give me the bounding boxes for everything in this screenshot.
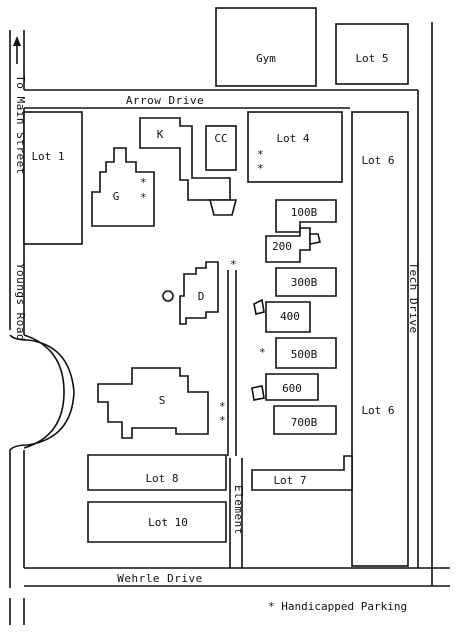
- lot-5-label: Lot 5: [355, 52, 388, 65]
- lot-4-handicapped-marker-1: *: [257, 148, 264, 161]
- building-g-handicapped-marker-2: *: [140, 191, 147, 204]
- building-500b-label: 500B: [291, 348, 318, 361]
- building-600: [265, 373, 319, 401]
- building-s-label: S: [159, 394, 166, 407]
- lot-10: [87, 501, 227, 543]
- lot-7: [251, 455, 353, 491]
- lot-4-label: Lot 4: [276, 132, 309, 145]
- building-100b-label: 100B: [291, 206, 318, 219]
- building-600-annex: [251, 385, 265, 401]
- building-200: [265, 227, 311, 263]
- lot-5: [335, 23, 409, 85]
- lot-4: [247, 111, 343, 183]
- building-400-label: 400: [280, 310, 300, 323]
- gym-building: [215, 7, 317, 87]
- youngs-road-curve-inner: [23, 334, 65, 449]
- building-300b-label: 300B: [291, 276, 318, 289]
- building-d-handicapped-marker: *: [230, 258, 237, 271]
- lot-7-label: Lot 7: [273, 474, 306, 487]
- wehrle-drive-label: Wehrle Drive: [117, 572, 202, 585]
- lot-6: [351, 111, 409, 567]
- lot-6-top-label: Lot 6: [361, 154, 394, 167]
- lot-8-label: Lot 8: [145, 472, 178, 485]
- building-d-label: D: [198, 290, 205, 303]
- element-label: Element: [232, 485, 245, 535]
- building-600-label: 600: [282, 382, 302, 395]
- lot-10-label: Lot 10: [148, 516, 188, 529]
- parking-lots: Lot 5 Lot 1 Lot 4 * * Lot 6 Lot 6 Lot 8 …: [23, 23, 409, 567]
- building-d-kiosk: [162, 290, 174, 302]
- arrow-drive-label: Arrow Drive: [126, 94, 204, 107]
- building-cc: [205, 125, 237, 171]
- building-400-annex: [253, 298, 265, 315]
- legend-handicapped-parking: * Handicapped Parking: [268, 600, 407, 613]
- tech-drive-label: Tech Drive: [407, 262, 420, 333]
- youngs-road-label: Youngs Road: [14, 263, 27, 341]
- lot-1: [23, 111, 83, 245]
- buildings: Gym K CC G * * D * S * * 100B 200 300B 4…: [91, 7, 337, 439]
- building-700b-label: 700B: [291, 416, 318, 429]
- building-k-label: K: [157, 128, 164, 141]
- building-k-annex: [208, 199, 238, 216]
- building-g-label: G: [113, 190, 120, 203]
- building-700b: [273, 405, 337, 435]
- gym-label: Gym: [256, 52, 276, 65]
- lot-1-label: Lot 1: [31, 150, 64, 163]
- building-g: [91, 147, 155, 227]
- building-200-annex: [309, 233, 321, 245]
- building-g-handicapped-marker-1: *: [140, 176, 147, 189]
- youngs-road-curve-outer: [9, 334, 75, 451]
- building-s: [97, 367, 209, 439]
- building-s-handicapped-marker-1: *: [219, 400, 226, 413]
- lot-6-bottom-label: Lot 6: [361, 404, 394, 417]
- lot-8: [87, 454, 227, 491]
- north-arrow-icon: [13, 36, 21, 64]
- building-200-label: 200: [272, 240, 292, 253]
- building-s-handicapped-marker-2: *: [219, 414, 226, 427]
- building-300b: [275, 267, 337, 297]
- building-400: [265, 301, 311, 333]
- building-cc-label: CC: [214, 132, 227, 145]
- lot-4-handicapped-marker-2: *: [257, 162, 264, 175]
- building-100b: [275, 199, 337, 233]
- building-500b: [275, 337, 337, 369]
- building-d: [179, 261, 219, 325]
- roads: [9, 22, 450, 625]
- building-500b-handicapped-marker: *: [259, 346, 266, 359]
